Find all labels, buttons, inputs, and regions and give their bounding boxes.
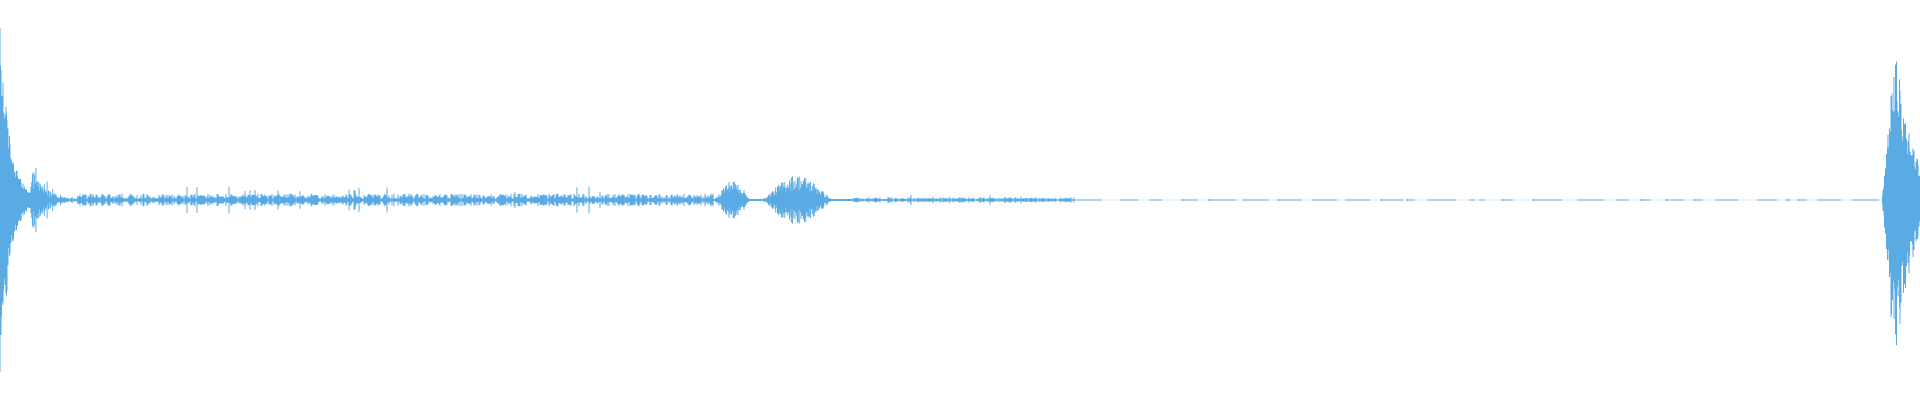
onset-burst-right — [1882, 61, 1920, 346]
onset-burst-left — [0, 28, 31, 372]
low-noise-1 — [76, 186, 714, 214]
dashed-tail — [1075, 198, 1879, 202]
waveform-group — [0, 28, 1920, 372]
onset-decay-left — [30, 167, 77, 233]
mid-blip-2 — [761, 176, 855, 224]
low-noise-2 — [853, 195, 1075, 205]
mid-blip-1 — [713, 181, 762, 219]
